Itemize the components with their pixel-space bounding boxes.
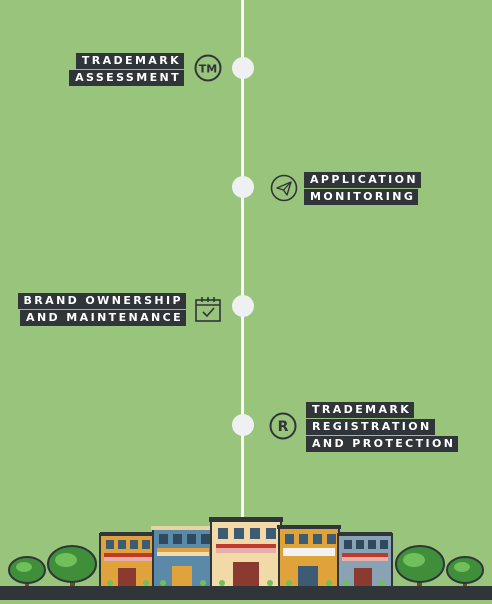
step-label-line: AND PROTECTION xyxy=(306,436,459,452)
step-label-line: TRADEMARK xyxy=(306,402,415,418)
step-label-line: REGISTRATION xyxy=(306,419,435,435)
ground-strip xyxy=(0,586,492,600)
step-label-registration: TRADEMARK REGISTRATION AND PROTECTION xyxy=(306,402,459,453)
step-label-line: MONITORING xyxy=(304,189,419,205)
town-illustration xyxy=(0,510,492,600)
tree-icon xyxy=(8,556,46,588)
step-label-line: BRAND OWNERSHIP xyxy=(17,293,186,309)
building-icon xyxy=(151,526,215,589)
tree-icon xyxy=(395,545,445,588)
step-label-monitoring: APPLICATION MONITORING xyxy=(304,172,422,206)
timeline-node-ownership[interactable] xyxy=(232,295,254,317)
tm-icon-text: TM xyxy=(199,63,217,76)
paper-plane-icon xyxy=(270,174,298,206)
building-icon xyxy=(277,525,341,589)
step-label-line: TRADEMARK xyxy=(75,53,184,69)
building-icon xyxy=(337,532,393,589)
timeline-node-assessment[interactable] xyxy=(232,57,254,79)
calendar-check-icon xyxy=(194,295,222,327)
trademark-tm-icon: TM xyxy=(194,54,222,86)
timeline-line xyxy=(241,0,244,520)
timeline-node-registration[interactable] xyxy=(232,414,254,436)
step-label-ownership: BRAND OWNERSHIP AND MAINTENANCE xyxy=(17,293,186,327)
step-label-line: APPLICATION xyxy=(304,172,422,188)
building-icon xyxy=(209,517,283,589)
step-label-line: AND MAINTENANCE xyxy=(20,310,186,326)
tree-icon xyxy=(446,556,484,588)
step-label-assessment: TRADEMARK ASSESSMENT xyxy=(69,53,184,87)
building-icon xyxy=(99,532,155,589)
registered-icon-text: R xyxy=(278,419,289,435)
registered-icon: R xyxy=(269,412,297,444)
tree-icon xyxy=(47,545,97,588)
timeline-node-monitoring[interactable] xyxy=(232,176,254,198)
step-label-line: ASSESSMENT xyxy=(69,70,184,86)
